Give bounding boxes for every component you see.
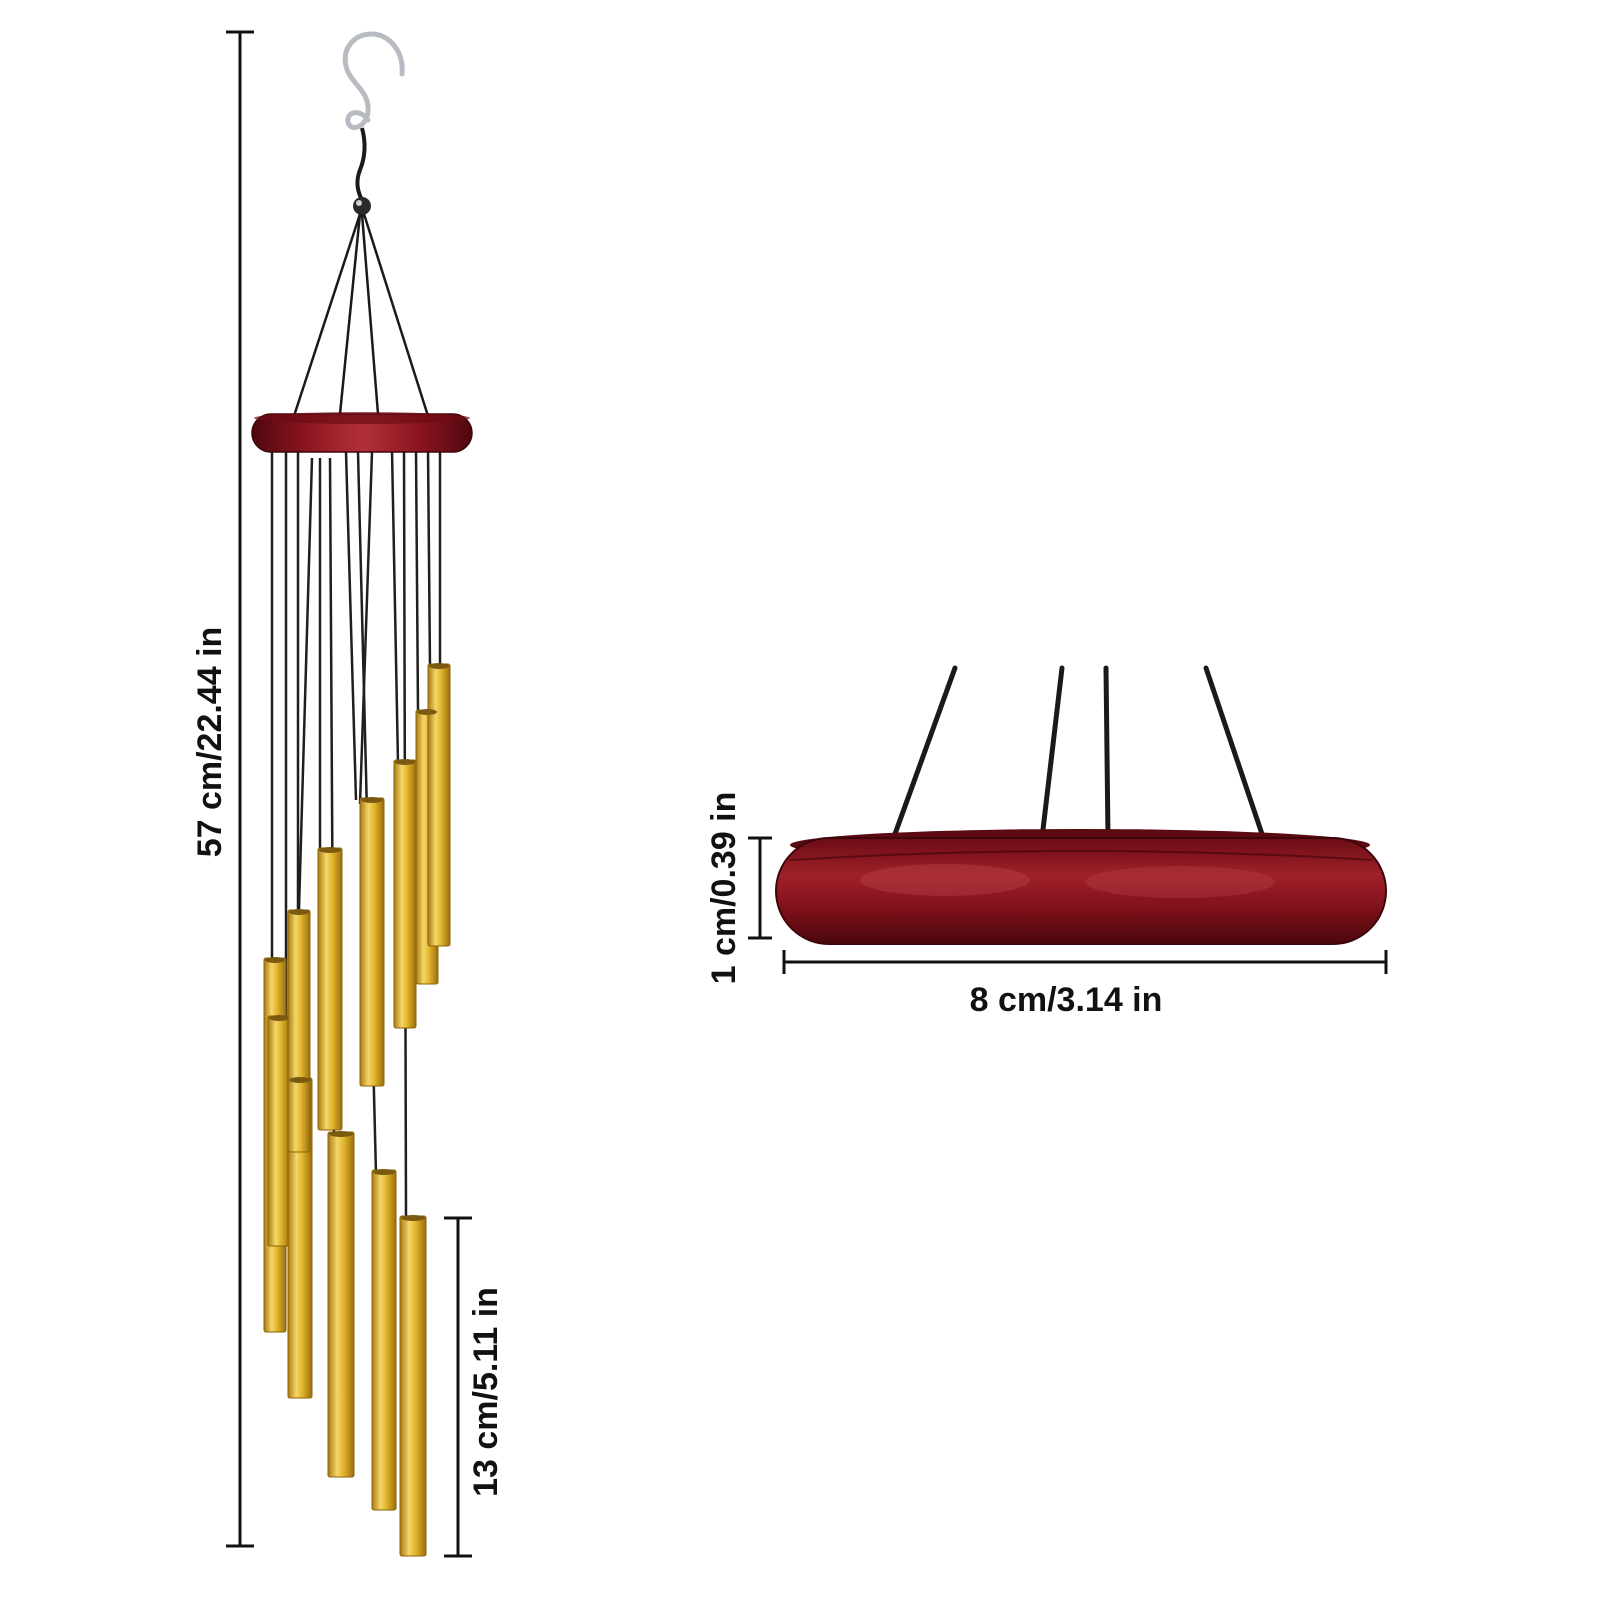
ring-closeup-cords bbox=[892, 665, 1265, 841]
chime-tube bbox=[427, 663, 451, 947]
wooden-ring bbox=[251, 412, 473, 453]
chime-tube bbox=[359, 797, 385, 1087]
s-hook-icon bbox=[342, 31, 405, 130]
chime-tubes bbox=[263, 663, 451, 1557]
ring-diameter-label: 8 cm/3.14 in bbox=[969, 981, 1163, 1019]
chime-tube bbox=[371, 1169, 397, 1511]
ring-closeup bbox=[775, 829, 1387, 945]
bead-icon bbox=[353, 197, 371, 215]
chime-tube bbox=[317, 847, 343, 1131]
ring-cords bbox=[292, 213, 430, 417]
chime-tube bbox=[287, 909, 311, 1153]
ring-height-label: 1 cm/0.39 in bbox=[705, 791, 743, 985]
total-length-dimension-line bbox=[226, 30, 254, 1548]
ring-height-dimension-line bbox=[748, 836, 772, 940]
chime-tube bbox=[327, 1131, 355, 1478]
tube-length-dimension-line bbox=[444, 1216, 472, 1558]
chime-tube bbox=[393, 759, 417, 1029]
chime-tube bbox=[267, 1015, 291, 1247]
total-length-label: 57 cm/22.44 in bbox=[191, 626, 229, 858]
hanging-cord bbox=[355, 127, 367, 201]
chime-tube bbox=[399, 1215, 427, 1557]
tube-length-label: 13 cm/5.11 in bbox=[467, 1287, 505, 1497]
ring-diameter-dimension-line bbox=[782, 950, 1388, 974]
